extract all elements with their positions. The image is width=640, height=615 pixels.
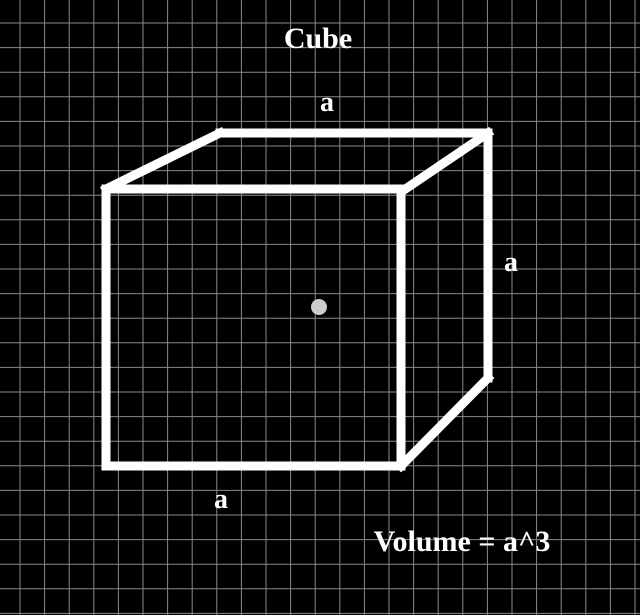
diagram-title: Cube xyxy=(284,22,352,55)
edge-label-bottom: a xyxy=(214,484,228,515)
cube-edge-top-right-diagonal xyxy=(394,126,495,199)
center-point xyxy=(311,299,327,315)
volume-formula: Volume = a^3 xyxy=(374,525,551,558)
cube-front-face xyxy=(101,184,406,471)
cube xyxy=(99,126,495,473)
cube-edge-bottom-right-diagonal xyxy=(394,371,495,473)
cube-edge-top-left-diagonal xyxy=(99,126,227,196)
edge-label-right: a xyxy=(504,247,518,278)
edge-label-top: a xyxy=(320,87,334,118)
